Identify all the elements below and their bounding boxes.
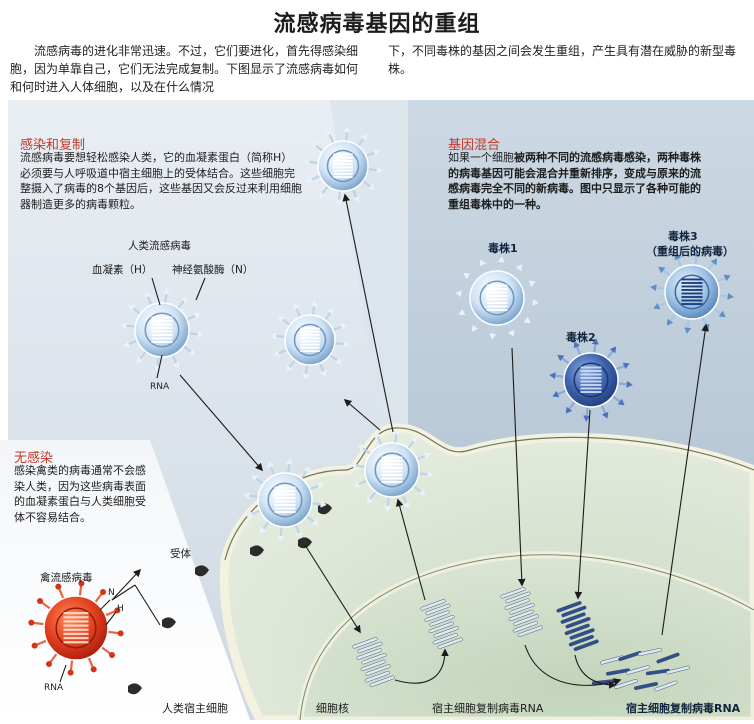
receptor-icon bbox=[195, 565, 209, 577]
arrow-bud-to-middle-virus bbox=[343, 398, 381, 431]
label-avian-virus: 禽流感病毒 bbox=[40, 572, 93, 584]
receptor-icon bbox=[128, 683, 142, 695]
rna-bundle-entering-nucleus bbox=[352, 637, 395, 687]
avian-flu-virus bbox=[28, 580, 124, 676]
page-title: 流感病毒基因的重组 bbox=[273, 12, 481, 37]
arrow-avian-bounce bbox=[111, 568, 142, 601]
arrow-avian-blocked bbox=[111, 584, 161, 626]
rna-mixed-segments bbox=[591, 648, 690, 692]
intro-paragraph-right: 下，不同毒株的基因之间会发生重组，产生具有潜在威胁的新型毒株。 bbox=[388, 44, 737, 76]
rna-bundle-copied bbox=[420, 599, 463, 649]
section-body-mixing: 如果一个细胞被两种不同的流感病毒感染，两种毒株的病毒基因可能会混合并重新排序，变… bbox=[448, 150, 704, 212]
progeny-virus-top bbox=[303, 126, 383, 206]
pointer-neuraminidase bbox=[195, 277, 206, 301]
virus-particles bbox=[28, 126, 734, 676]
arrow-entry-to-nucleus bbox=[304, 544, 361, 634]
label-strain3-note: （重组后的病毒） bbox=[646, 245, 734, 258]
intro-paragraph-left: 流感病毒的进化非常迅速。不过，它们要进化，首先得感染细胞，因为单靠自己，它们无法… bbox=[10, 44, 359, 94]
label-strain2: 毒株2 bbox=[566, 331, 596, 344]
virus-attaching-cell bbox=[243, 458, 327, 542]
label-hemagglutinin: 血凝素（H） bbox=[92, 264, 153, 276]
label-rna-avian: RNA bbox=[44, 683, 64, 693]
section-body-no-infection: 感染禽类的病毒通常不会感染人类，因为这些病毒表面的血凝素蛋白与人类细胞受体不容易… bbox=[14, 464, 146, 524]
label-avian-n: N bbox=[108, 588, 115, 598]
label-strain1: 毒株1 bbox=[488, 242, 518, 255]
receptor-icon bbox=[298, 537, 312, 549]
pointer-hemagglutinin bbox=[151, 277, 161, 306]
rna-bundle-strain2 bbox=[556, 601, 599, 651]
receptor-icon bbox=[250, 545, 264, 557]
pointer-avian-rna bbox=[59, 664, 67, 683]
arrows bbox=[59, 193, 709, 689]
human-flu-virus bbox=[120, 288, 204, 372]
arrow-bud-to-top-virus bbox=[342, 193, 394, 433]
pointer-avian-h bbox=[105, 611, 117, 626]
arrow-strain2-to-nucleus bbox=[574, 409, 591, 600]
receptor-icon bbox=[162, 617, 176, 629]
arrow-mix-to-strain3 bbox=[661, 323, 709, 636]
strain2-virus bbox=[549, 338, 633, 422]
pointer-avian-n bbox=[99, 599, 111, 611]
arrow-strain1-to-nucleus bbox=[511, 347, 526, 587]
arrow-bundle-to-bud bbox=[395, 498, 426, 601]
section-body-infection: 流感病毒要想轻松感染人类，它的血凝素蛋白（简称H）必须要与人呼吸道中宿主细胞上的… bbox=[20, 151, 302, 211]
section-title-infection: 感染和复制 bbox=[20, 138, 86, 153]
strain1-virus bbox=[455, 256, 539, 340]
pointer-rna-human bbox=[156, 354, 163, 379]
arrow-human-virus-to-cell bbox=[179, 374, 264, 472]
rna-bundles bbox=[352, 587, 690, 692]
receptors bbox=[128, 503, 332, 695]
label-host-cell: 人类宿主细胞 bbox=[162, 702, 228, 715]
section-title-mixing: 基因混合 bbox=[448, 138, 501, 153]
label-host-rna-2: 宿主细胞复制病毒RNA bbox=[626, 702, 741, 715]
label-strain3: 毒株3 bbox=[668, 230, 698, 243]
arrow-rna-copy bbox=[394, 648, 449, 684]
strain3-virus bbox=[650, 250, 734, 334]
section-body-mixing-bold: 被两种不同的流感病毒感染，两种毒株的病毒基因可能会混合并重新排序，变成与原来的流… bbox=[448, 151, 701, 211]
arrow-strain2-to-mix bbox=[574, 654, 617, 689]
label-rna-human: RNA bbox=[150, 382, 170, 392]
label-human-virus: 人类流感病毒 bbox=[128, 240, 191, 252]
section-title-no-infection: 无感染 bbox=[14, 451, 54, 466]
progeny-virus-middle bbox=[270, 300, 350, 380]
label-receptor: 受体 bbox=[170, 548, 191, 560]
section-body-mixing-normal: 如果一个细胞 bbox=[448, 151, 514, 164]
virus-budding-cell bbox=[350, 428, 434, 512]
label-nucleus: 细胞核 bbox=[316, 702, 349, 715]
label-host-rna-1: 宿主细胞复制病毒RNA bbox=[432, 702, 544, 715]
label-avian-h: H bbox=[117, 604, 124, 614]
label-neuraminidase: 神经氨酸酶（N） bbox=[172, 264, 254, 276]
rna-bundle-strain1 bbox=[500, 587, 543, 637]
